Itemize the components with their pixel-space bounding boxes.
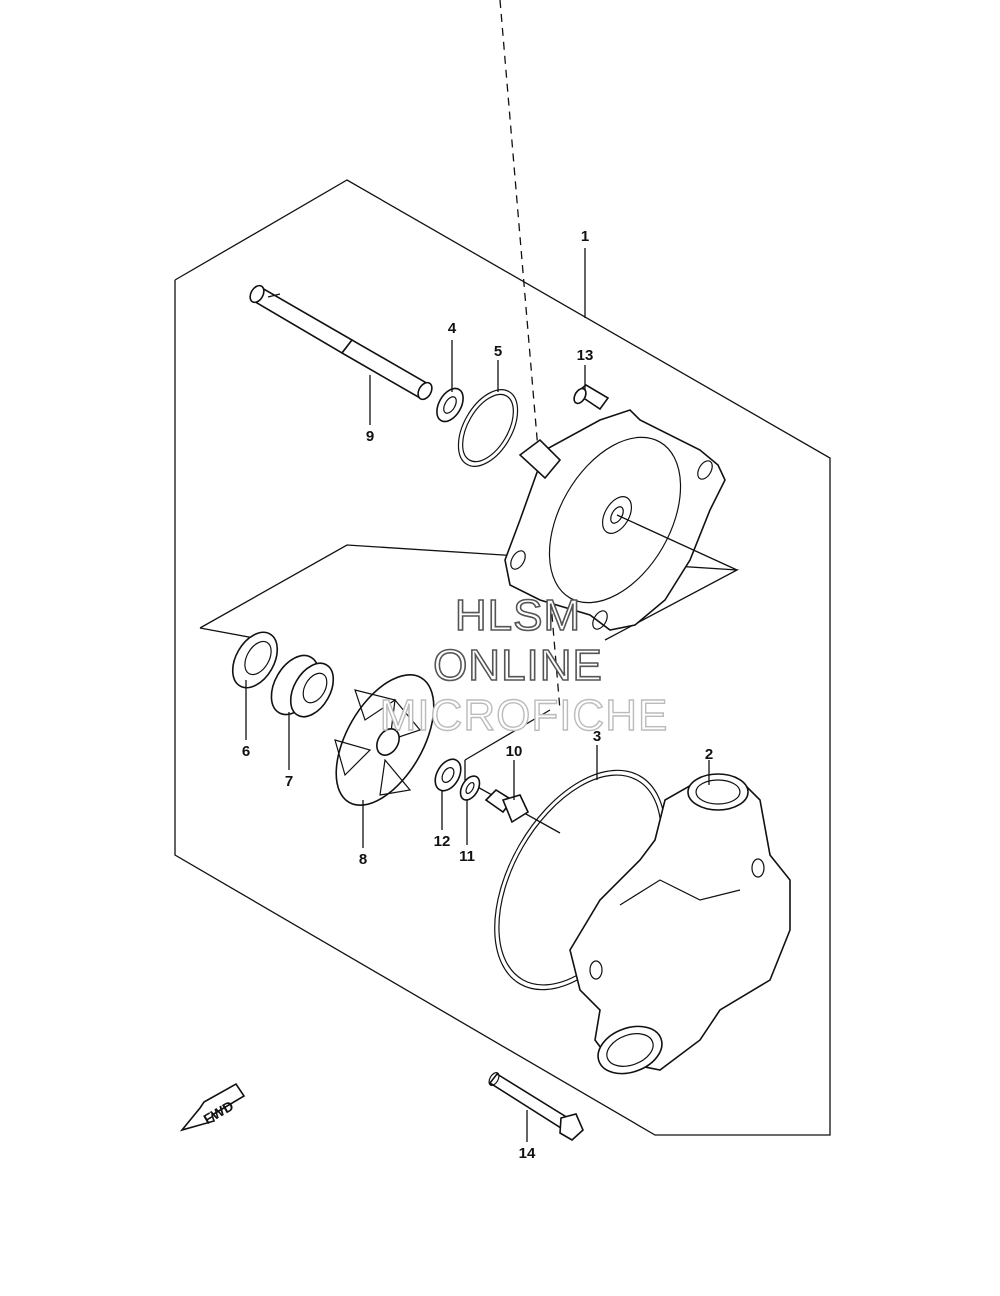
oil-seal-part (231, 631, 279, 689)
callout-9: 9 (366, 428, 374, 445)
callout-5: 5 (494, 343, 502, 360)
pump-case-part (569, 773, 791, 1075)
callout-1: 1 (581, 228, 589, 245)
forward-direction-indicator: FWD (179, 1082, 246, 1132)
impeller-bolt-part (484, 788, 530, 824)
screw-part (573, 384, 610, 411)
washer-11-part (459, 775, 481, 801)
callout-3: 3 (593, 728, 601, 745)
leader-lines (245, 248, 738, 1142)
callout-7: 7 (285, 773, 293, 790)
watermark-line-2: ONLINE (433, 641, 603, 690)
mechanical-seal-part (270, 654, 335, 718)
callout-13: 13 (577, 347, 594, 364)
bolt-subframe-top (464, 709, 551, 761)
callout-6: 6 (242, 743, 250, 760)
callout-10: 10 (506, 743, 523, 760)
washer-part (436, 387, 464, 423)
pump-housing-cover-part (504, 409, 726, 631)
watermark-line-3: MICROFICHE (380, 691, 669, 740)
callout-14: 14 (519, 1145, 536, 1162)
callout-11: 11 (459, 848, 475, 865)
callout-12: 12 (434, 833, 451, 850)
washer-12-part (434, 758, 462, 792)
watermark: HLSM ONLINE MICROFICHE (379, 590, 669, 741)
o-ring-part (457, 389, 519, 467)
callout-2: 2 (705, 746, 713, 763)
assembly-frame (174, 179, 831, 1136)
shaft-part (249, 284, 433, 401)
callout-4: 4 (448, 320, 457, 337)
callout-8: 8 (359, 851, 367, 868)
watermark-line-1: HLSM (455, 591, 581, 640)
impeller-part (334, 674, 435, 806)
long-bolt-part (488, 1072, 584, 1141)
